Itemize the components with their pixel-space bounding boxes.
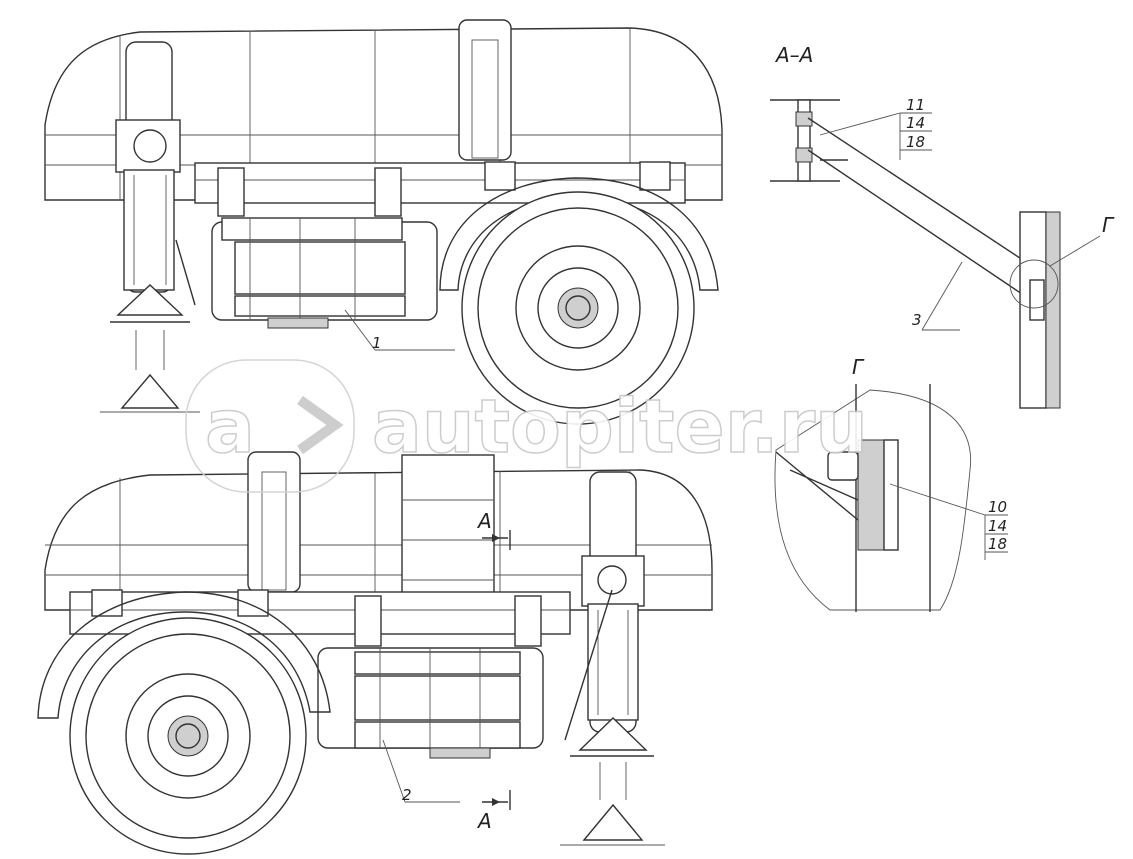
callout-section-a-14: 14 [906, 114, 925, 132]
detail-g-title: Г [852, 355, 865, 379]
cut-mark-bottom-label: А [476, 809, 492, 833]
top-vehicle-view [44, 19, 723, 425]
callout-part-3: 3 [912, 311, 922, 329]
section-aa-title: А–А [774, 43, 813, 67]
cut-mark-top-label: А [476, 509, 492, 533]
callout-section-a-11: 11 [906, 96, 925, 114]
watermark-text: autopiter.ru [372, 384, 868, 470]
detail-g-marker: Г [1102, 213, 1115, 237]
section-cut-marks [482, 530, 511, 810]
watermark: a autopiter.ru [185, 359, 869, 493]
callout-detail-g-10: 10 [988, 498, 1007, 516]
leader-lines [344, 112, 1008, 803]
bottom-vehicle-view [37, 451, 713, 855]
callout-detail-g-18: 18 [988, 535, 1007, 553]
section-aa-view [770, 99, 1101, 409]
callout-section-a-18: 18 [906, 133, 925, 151]
callout-detail-g-14: 14 [988, 517, 1007, 535]
detail-g-view [774, 384, 972, 612]
watermark-a-logo-icon: a [205, 384, 255, 470]
callout-part-2: 2 [402, 786, 412, 804]
callout-part-1: 1 [372, 334, 382, 352]
